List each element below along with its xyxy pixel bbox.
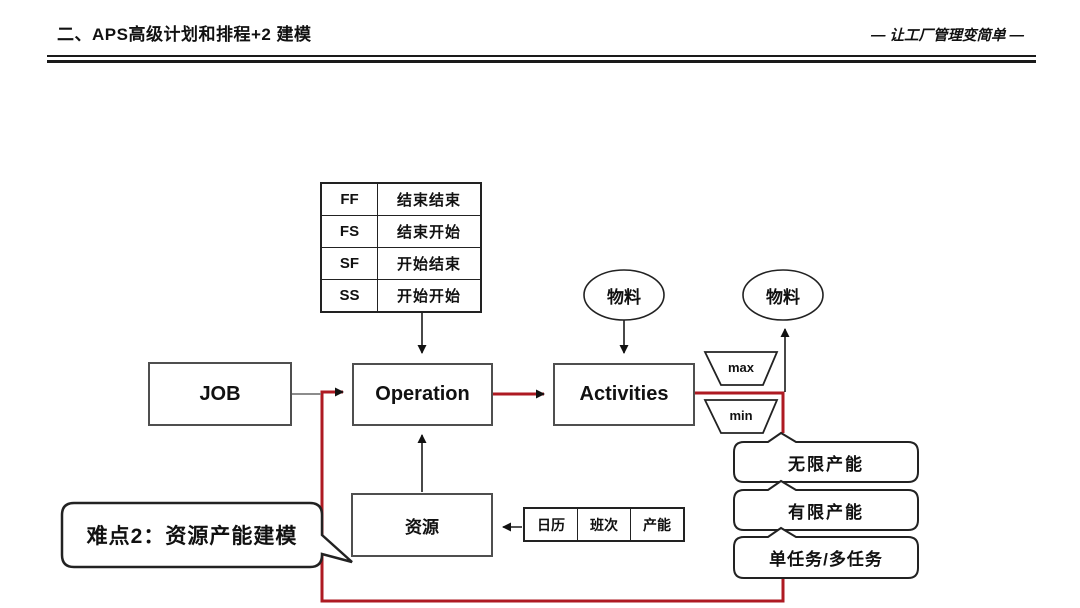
job-node: JOB	[148, 362, 292, 426]
min-label: min	[729, 408, 753, 423]
dependency-type-table: FF 结束结束 FS 结束开始 SF 开始结束 SS 开始开始	[320, 182, 482, 313]
header-slogan: — 让工厂管理变简单 —	[870, 28, 1024, 44]
dependency-meaning: 结束结束	[396, 192, 461, 209]
material-out-ellipse	[742, 269, 824, 321]
bubble-unlimited-capacity-label: 无限产能	[788, 454, 864, 474]
dependency-code: FS	[322, 216, 378, 247]
dependency-code: SS	[322, 280, 378, 311]
black-arrows	[417, 313, 790, 532]
resource-attribute-table: 日历 班次 产能	[523, 507, 685, 542]
activities-node-label: Activities	[579, 383, 669, 405]
resource-node: 资源	[351, 493, 493, 557]
max-trapezoid	[703, 351, 779, 386]
table-row: SF 开始结束	[322, 247, 480, 279]
bubble-limited-capacity	[733, 479, 919, 531]
material-in-ellipse	[583, 269, 665, 321]
dependency-meaning: 开始结束	[396, 256, 461, 273]
attr-cell-capacity: 产能	[630, 509, 683, 540]
difficulty-callout-text: 难点2：资源产能建模	[86, 525, 298, 548]
difficulty-callout-shape	[60, 501, 353, 569]
operation-node-label: Operation	[375, 383, 470, 405]
bubble-limited-capacity-label: 有限产能	[788, 502, 864, 522]
attr-cell-shift: 班次	[577, 509, 630, 540]
page-title: 二、APS高级计划和排程+2 建模	[57, 25, 312, 44]
table-row: SS 开始开始	[322, 279, 480, 311]
header-divider	[47, 55, 1036, 63]
red-flow-path	[320, 387, 785, 603]
material-out-label: 物料	[766, 287, 800, 307]
activities-node: Activities	[553, 363, 695, 426]
dependency-code: SF	[322, 248, 378, 279]
dependency-meaning: 结束开始	[396, 224, 461, 241]
dependency-code: FF	[322, 184, 378, 215]
operation-node: Operation	[352, 363, 493, 426]
bubble-single-multi-task-label: 单任务/多任务	[769, 550, 883, 569]
dependency-meaning: 开始开始	[396, 288, 461, 305]
bubble-unlimited-capacity	[733, 431, 919, 483]
attr-cell-calendar: 日历	[537, 516, 565, 533]
table-row: FF 结束结束	[322, 184, 480, 215]
material-in-label: 物料	[607, 287, 641, 307]
table-row: FS 结束开始	[322, 215, 480, 247]
resource-node-label: 资源	[405, 517, 439, 537]
max-label: max	[727, 360, 755, 375]
job-node-label: JOB	[199, 382, 241, 405]
bubble-single-multi-task	[733, 526, 919, 579]
min-trapezoid	[703, 399, 779, 434]
